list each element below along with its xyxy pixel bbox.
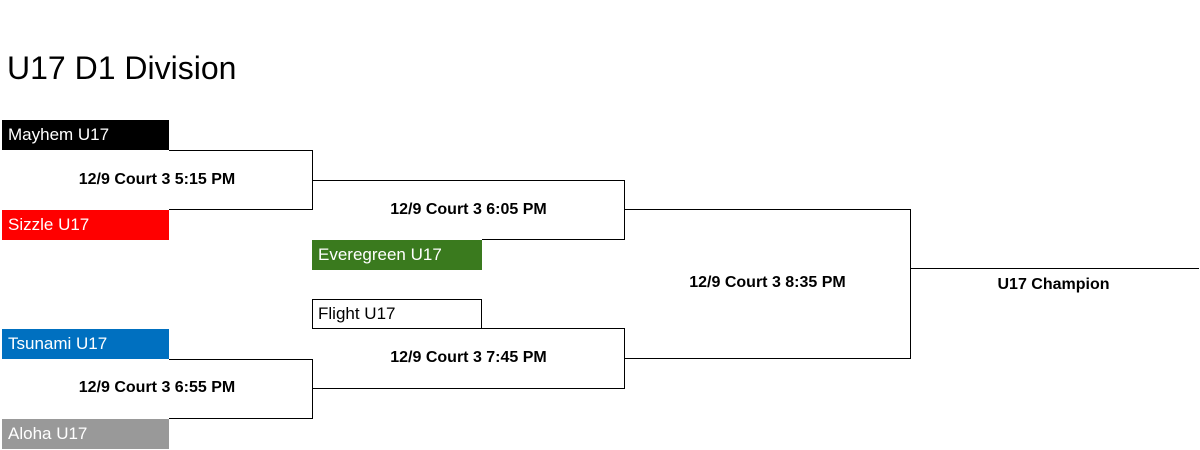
bracket-line — [169, 418, 313, 419]
bracket-line — [312, 359, 313, 419]
bracket-line — [625, 358, 911, 359]
team-aloha: Aloha U17 — [2, 419, 169, 449]
team-flight: Flight U17 — [312, 299, 482, 329]
game-label-r2-bottom: 12/9 Court 3 7:45 PM — [390, 349, 547, 366]
team-sizzle: Sizzle U17 — [2, 210, 169, 240]
game-label-r1-bottom: 12/9 Court 3 6:55 PM — [78, 379, 236, 396]
bracket-line — [482, 328, 625, 329]
team-evergreen: Everegreen U17 — [312, 240, 482, 270]
bracket-line — [169, 209, 313, 210]
bracket-line — [625, 209, 911, 210]
bracket-line — [169, 359, 313, 360]
bracket-line — [624, 328, 625, 389]
team-tsunami: Tsunami U17 — [2, 329, 169, 359]
bracket-line — [313, 388, 625, 389]
game-label-r1-top: 12/9 Court 3 5:15 PM — [78, 171, 236, 188]
game-label-final: 12/9 Court 3 8:35 PM — [689, 274, 846, 291]
team-mayhem: Mayhem U17 — [2, 120, 169, 150]
bracket-line — [169, 150, 313, 151]
champion-label: U17 Champion — [997, 276, 1110, 293]
bracket-line — [624, 180, 625, 240]
bracket-line — [312, 150, 313, 210]
game-label-r2-top: 12/9 Court 3 6:05 PM — [390, 201, 547, 218]
bracket-line — [910, 209, 911, 359]
bracket-line — [482, 239, 625, 240]
division-title: U17 D1 Division — [7, 50, 237, 86]
bracket-line — [911, 268, 1199, 269]
bracket-line — [313, 180, 625, 181]
